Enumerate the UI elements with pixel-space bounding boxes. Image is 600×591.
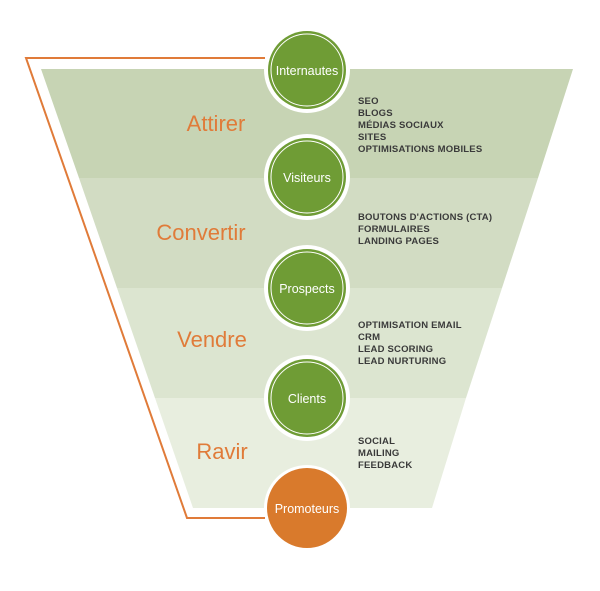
milestone-circle-ring — [270, 33, 344, 107]
milestone-circle-ring — [270, 140, 344, 214]
stage-label-ravir: Ravir — [196, 439, 247, 464]
funnel-band-ravir — [155, 398, 466, 508]
tactic-item: LEAD NURTURING — [358, 356, 446, 367]
stage-label-vendre: Vendre — [177, 327, 247, 352]
stage-label-convertir: Convertir — [156, 220, 245, 245]
milestone-visiteurs: Visiteurs — [264, 134, 350, 220]
milestone-circle-fill — [268, 138, 346, 216]
tactic-item: FORMULAIRES — [358, 224, 430, 235]
milestone-internautes: Internautes — [264, 27, 350, 113]
funnel-band-vendre — [117, 288, 502, 398]
tactic-item: SITES — [358, 132, 386, 143]
tactic-item: LANDING PAGES — [358, 236, 439, 247]
milestone-label: Visiteurs — [283, 171, 331, 185]
tactic-item: BLOGS — [358, 108, 393, 119]
milestone-circle-fill — [268, 249, 346, 327]
tactic-item: MAILING — [358, 448, 400, 459]
milestone-label: Promoteurs — [275, 502, 340, 516]
milestone-circle-ring — [270, 251, 344, 325]
tactic-item: MÉDIAS SOCIAUX — [358, 120, 444, 131]
tactic-item: BOUTONS D'ACTIONS (CTA) — [358, 212, 492, 223]
milestone-circle-fill — [267, 468, 347, 548]
milestone-label: Internautes — [276, 64, 339, 78]
tactic-item: OPTIMISATIONS MOBILES — [358, 144, 482, 155]
funnel-band-convertir — [79, 178, 538, 288]
tactic-item: LEAD SCORING — [358, 344, 433, 355]
milestone-label: Clients — [288, 392, 326, 406]
tactic-item: OPTIMISATION EMAIL — [358, 320, 462, 331]
milestone-circle-fill — [268, 359, 346, 437]
tactic-item: SOCIAL — [358, 436, 395, 447]
milestone-clients: Clients — [264, 355, 350, 441]
tactic-item: SEO — [358, 96, 379, 107]
milestone-circle-fill — [268, 31, 346, 109]
milestone-promoteurs: Promoteurs — [264, 465, 350, 551]
milestone-circle-ring — [270, 361, 344, 435]
stage-label-attirer: Attirer — [187, 111, 246, 136]
tactic-item: FEEDBACK — [358, 460, 412, 471]
funnel-band-attirer — [41, 69, 573, 178]
milestone-prospects: Prospects — [264, 245, 350, 331]
funnel-outline — [24, 57, 265, 519]
milestone-label: Prospects — [279, 282, 335, 296]
tactic-item: CRM — [358, 332, 380, 343]
